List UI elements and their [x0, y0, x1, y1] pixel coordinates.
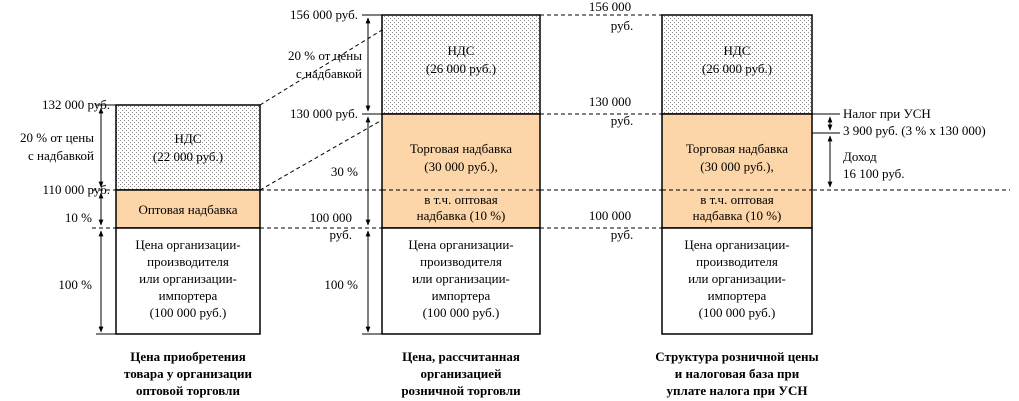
- caption-line-1: Цена приобретения: [130, 349, 246, 364]
- base-price-block: [661, 227, 813, 335]
- base-line-3: или организации-: [139, 271, 237, 286]
- vat-label: НДС: [724, 43, 751, 58]
- price-label-130000: 130 000 руб.: [290, 106, 358, 121]
- base-line-1: Цена организации-: [135, 237, 240, 252]
- pct-vat-line-2: с надбавкой: [28, 148, 94, 163]
- price-label-132000: 132 000 руб.: [42, 97, 110, 112]
- base-price-block: [115, 227, 261, 335]
- caption-line-2: товара у организации: [124, 366, 252, 381]
- pct-vat-line-1: 20 % от цены: [288, 48, 362, 63]
- caption-line-3: оптовой торговли: [136, 383, 240, 398]
- pct-vat-line-2: с надбавкой: [296, 66, 362, 81]
- column-retail-structure: НДС (26 000 руб.) Торговая надбавка (30 …: [589, 0, 986, 398]
- base-line-2: производителя: [696, 254, 778, 269]
- price-label-100000-line-1: 100 000: [310, 210, 352, 225]
- markup-line-3: в т.ч. оптовая: [700, 192, 774, 207]
- base-line-4: импортера: [708, 288, 767, 303]
- vat-label: НДС: [448, 43, 475, 58]
- tax-label-line-1: Налог при УСН: [843, 106, 931, 121]
- price-label-156000-line-2: руб.: [611, 18, 634, 33]
- base-line-5: (100 000 руб.): [423, 305, 500, 320]
- guide-diag-top: [259, 29, 383, 106]
- vat-amount: (22 000 руб.): [153, 149, 223, 164]
- base-line-1: Цена организации-: [408, 237, 513, 252]
- price-label-156000-line-1: 156 000: [589, 0, 631, 14]
- column-retail-calculated: НДС (26 000 руб.) Торговая надбавка (30 …: [288, 7, 541, 398]
- markup-line-1: Торговая надбавка: [686, 141, 788, 156]
- price-label-110000: 110 000 руб.: [42, 182, 110, 197]
- markup-block: [661, 113, 813, 229]
- caption-line-3: уплате налога при УСН: [667, 383, 808, 398]
- pct-base: 100 %: [58, 277, 92, 292]
- base-line-4: импортера: [432, 288, 491, 303]
- base-line-3: или организации-: [688, 271, 786, 286]
- caption-line-1: Структура розничной цены: [655, 349, 818, 364]
- vat-amount: (26 000 руб.): [702, 61, 772, 76]
- price-label-100000-line-2: руб.: [611, 227, 634, 242]
- caption-line-3: розничной торговли: [401, 383, 521, 398]
- base-price-block: [381, 227, 541, 335]
- vat-label: НДС: [175, 131, 202, 146]
- vat-block: [115, 104, 261, 191]
- markup-line-2: (30 000 руб.),: [424, 159, 497, 174]
- base-line-3: или организации-: [412, 271, 510, 286]
- markup-label: Оптовая надбавка: [138, 202, 237, 217]
- pct-markup: 30 %: [331, 164, 358, 179]
- markup-block: [381, 113, 541, 229]
- price-label-130000-line-1: 130 000: [589, 94, 631, 109]
- vat-block: [381, 14, 541, 115]
- price-label-100000-line-2: руб.: [329, 227, 352, 242]
- caption-line-2: организацией: [420, 366, 502, 381]
- vat-block: [661, 14, 813, 115]
- pct-markup: 10 %: [65, 210, 92, 225]
- price-label-100000-line-1: 100 000: [589, 208, 631, 223]
- tax-label-line-2: 3 900 руб. (3 % х 130 000): [843, 123, 986, 138]
- income-label-line-2: 16 100 руб.: [843, 166, 905, 181]
- markup-line-4: надбавка (10 %): [417, 208, 506, 223]
- markup-line-2: (30 000 руб.),: [700, 159, 773, 174]
- caption-line-2: и налоговая база при: [675, 366, 800, 381]
- price-label-130000-line-2: руб.: [611, 113, 634, 128]
- markup-line-4: надбавка (10 %): [693, 208, 782, 223]
- guide-diag-mid: [259, 119, 383, 191]
- column-wholesale: НДС (22 000 руб.) Оптовая надбавка Цена …: [20, 97, 261, 398]
- pct-vat-line-1: 20 % от цены: [20, 130, 94, 145]
- base-line-5: (100 000 руб.): [699, 305, 776, 320]
- base-line-4: импортера: [159, 288, 218, 303]
- caption-line-1: Цена, рассчитанная: [402, 349, 520, 364]
- price-label-156000: 156 000 руб.: [290, 7, 358, 22]
- base-line-2: производителя: [147, 254, 229, 269]
- income-label-line-1: Доход: [843, 149, 877, 164]
- base-line-1: Цена организации-: [684, 237, 789, 252]
- vat-amount: (26 000 руб.): [426, 61, 496, 76]
- markup-line-1: Торговая надбавка: [410, 141, 512, 156]
- pct-base: 100 %: [324, 277, 358, 292]
- base-line-5: (100 000 руб.): [150, 305, 227, 320]
- markup-block: [115, 189, 261, 229]
- markup-line-3: в т.ч. оптовая: [424, 192, 498, 207]
- base-line-2: производителя: [420, 254, 502, 269]
